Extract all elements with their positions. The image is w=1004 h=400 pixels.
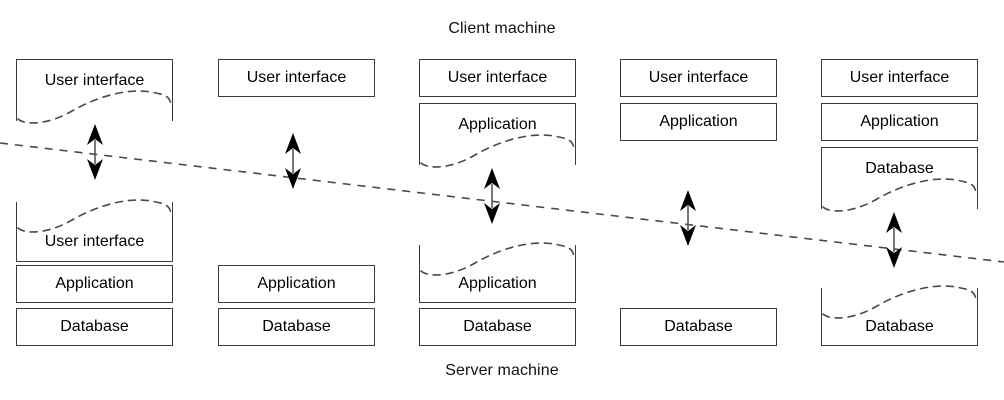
client-machine-label: Client machine <box>448 20 556 37</box>
arrow-head-up <box>87 124 103 145</box>
layer-box-user-interface-col-e: User interface <box>821 59 978 97</box>
layer-box-user-interface-col-a: User interface <box>16 202 173 262</box>
double-arrow-c <box>484 168 500 224</box>
layer-box-label: Database <box>262 318 331 335</box>
layer-box-application-col-b: Application <box>218 265 375 303</box>
arrow-head-down <box>87 159 103 180</box>
layer-box-label: Application <box>860 113 939 130</box>
arrow-head-up <box>680 190 696 211</box>
layer-box-label: Database <box>60 318 129 335</box>
layer-box-label: Application <box>458 274 537 292</box>
arrow-head-up <box>285 133 301 154</box>
arrow-head-down <box>484 203 500 224</box>
layer-box-database-col-e: Database <box>821 288 978 346</box>
server-machine-label: Server machine <box>445 362 559 379</box>
layer-box-application-col-c: Application <box>419 245 576 303</box>
layer-box-user-interface-col-b: User interface <box>218 59 375 97</box>
arrow-head-up <box>484 168 500 189</box>
layer-box-user-interface-col-a: User interface <box>16 59 173 121</box>
double-arrow-e <box>886 212 902 268</box>
layer-box-user-interface-col-d: User interface <box>620 59 777 97</box>
layer-box-label: Application <box>458 115 537 133</box>
arrow-head-up <box>886 212 902 233</box>
layer-box-label: Database <box>865 159 934 177</box>
arrow-head-down <box>285 168 301 189</box>
layer-box-database-col-d: Database <box>620 308 777 346</box>
layer-box-database-col-c: Database <box>419 308 576 346</box>
layer-box-label: User interface <box>849 69 950 86</box>
layer-box-label: Application <box>659 113 738 130</box>
arrow-head-down <box>886 247 902 268</box>
double-arrow-b <box>285 133 301 189</box>
layer-box-label: User interface <box>44 232 145 250</box>
layer-box-label: Database <box>664 318 733 335</box>
layer-box-application-col-c: Application <box>419 103 576 165</box>
layer-box-label: Database <box>865 317 934 335</box>
layer-box-application-col-a: Application <box>16 265 173 303</box>
layer-box-label: Application <box>55 275 134 292</box>
double-arrow-d <box>680 190 696 246</box>
arrow-head-down <box>680 225 696 246</box>
layer-box-application-col-e: Application <box>821 103 978 141</box>
layer-box-label: User interface <box>648 69 749 86</box>
layer-box-database-col-b: Database <box>218 308 375 346</box>
layer-box-label: User interface <box>447 69 548 86</box>
layer-box-database-col-e: Database <box>821 147 978 209</box>
layer-box-label: User interface <box>44 71 145 89</box>
layer-box-label: Database <box>463 318 532 335</box>
layer-box-label: User interface <box>246 69 347 86</box>
layer-box-database-col-a: Database <box>16 308 173 346</box>
layer-box-application-col-d: Application <box>620 103 777 141</box>
layer-box-label: Application <box>257 275 336 292</box>
double-arrow-a <box>87 124 103 180</box>
layer-box-user-interface-col-c: User interface <box>419 59 576 97</box>
